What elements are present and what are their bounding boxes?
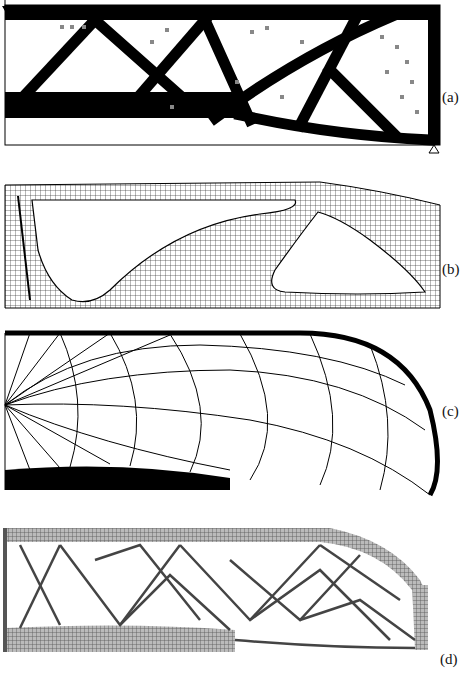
- panel-b: [5, 182, 440, 308]
- panel-label: (c): [442, 404, 459, 419]
- panel-c: [5, 333, 438, 495]
- panel-label: (a): [442, 90, 459, 105]
- panel-d: [5, 528, 428, 652]
- panel-label: (d): [440, 652, 458, 667]
- panel-a: [2, 0, 440, 153]
- panel-label: (b): [442, 262, 460, 277]
